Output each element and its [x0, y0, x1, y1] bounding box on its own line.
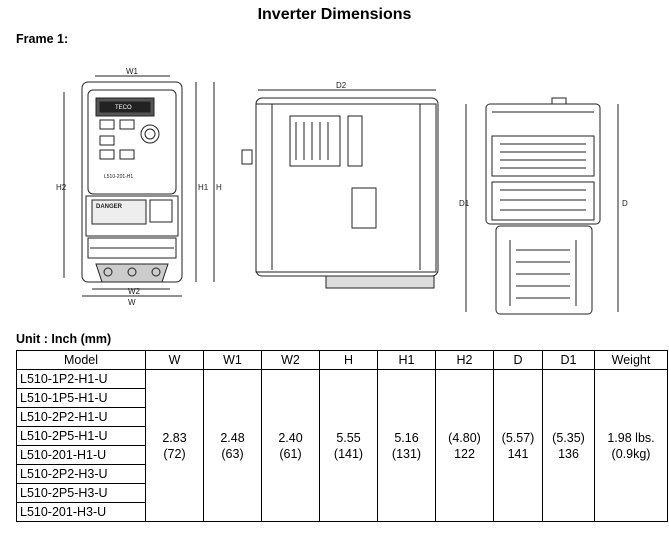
value-inch: 2.83	[162, 430, 187, 445]
value-inch: 2.40	[278, 430, 303, 445]
dim-w-label: W	[128, 298, 136, 307]
model-cell: L510-201-H3-U	[16, 502, 146, 522]
value-w1: 2.48(63)	[203, 369, 262, 522]
model-cell: L510-2P5-H3-U	[16, 483, 146, 503]
header-weight: Weight	[594, 350, 668, 370]
value-w2: 2.40(61)	[261, 369, 320, 522]
dimensions-table: Model W W1 W2 H H1 H2 D D1 Weight L510-1…	[16, 350, 668, 522]
dim-d-label: D	[622, 199, 628, 208]
dim-h1-label: H1	[198, 183, 209, 192]
value-h: 5.55(141)	[319, 369, 378, 522]
value-mm: 122	[454, 446, 475, 461]
dim-d1-label: D1	[459, 199, 470, 208]
value-inch: 5.55	[336, 430, 361, 445]
value-mm: (141)	[333, 446, 364, 461]
dim-h-label: H	[216, 183, 222, 192]
value-weight: 1.98 lbs.(0.9kg)	[594, 369, 668, 522]
value-mm: (131)	[391, 446, 422, 461]
dim-d2-label: D2	[336, 81, 347, 90]
dim-w1-label: W1	[126, 67, 139, 76]
model-cell: L510-2P2-H3-U	[16, 464, 146, 484]
value-inch: 2.48	[220, 430, 245, 445]
header-h2: H2	[435, 350, 494, 370]
model-cell: L510-2P2-H1-U	[16, 407, 146, 427]
model-cell: L510-201-H1-U	[16, 445, 146, 465]
value-mm: (63)	[221, 446, 244, 461]
header-w: W	[145, 350, 204, 370]
unit-label: Unit : Inch (mm)	[16, 332, 112, 346]
header-h: H	[319, 350, 378, 370]
value-d1: (5.35)136	[542, 369, 595, 522]
table-row: L510-201-H1-U	[16, 445, 668, 465]
value-d: (5.57)141	[493, 369, 543, 522]
model-cell: L510-1P2-H1-U	[16, 369, 146, 389]
model-plate-label: L510-201-H1	[104, 174, 133, 180]
danger-label: DANGER	[96, 204, 123, 210]
value-mm: 136	[558, 446, 579, 461]
table-row: L510-1P2-H1-U 2.83(72) 2.48(63) 2.40(61)…	[16, 369, 668, 522]
model-cell: L510-1P5-H1-U	[16, 388, 146, 408]
value-mm: (61)	[279, 446, 302, 461]
value-h2: (4.80)122	[435, 369, 494, 522]
header-d1: D1	[542, 350, 595, 370]
front-view	[63, 75, 215, 297]
value-inch: (5.57)	[501, 430, 535, 445]
value-inch: 5.16	[394, 430, 419, 445]
value-mm: 141	[507, 446, 529, 461]
dim-h2-label: H2	[56, 183, 67, 192]
table-row: L510-201-H3-U	[16, 502, 668, 522]
value-h1: 5.16(131)	[377, 369, 436, 522]
value-mm: (72)	[163, 446, 186, 461]
value-kg: (0.9kg)	[611, 446, 651, 461]
header-model: Model	[16, 350, 146, 370]
frame-label: Frame 1:	[16, 32, 69, 46]
header-w1: W1	[203, 350, 262, 370]
header-h1: H1	[377, 350, 436, 370]
value-inch: (4.80)	[448, 430, 481, 445]
table-header-row: Model W W1 W2 H H1 H2 D D1 Weight	[16, 350, 668, 370]
dimension-drawing: W1 W2 W H2 H1 H TECO L510-201-H1 DANGER …	[56, 67, 628, 315]
rear-view	[465, 97, 619, 315]
value-inch: (5.35)	[552, 430, 585, 445]
value-w: 2.83(72)	[145, 369, 204, 522]
side-view	[241, 89, 439, 289]
model-cell: L510-2P5-H1-U	[16, 426, 146, 446]
page-title: Inverter Dimensions	[257, 6, 412, 23]
dim-w2-label: W2	[128, 287, 141, 296]
header-w2: W2	[261, 350, 320, 370]
value-lbs: 1.98 lbs.	[607, 430, 655, 445]
header-d: D	[493, 350, 543, 370]
brand-label: TECO	[115, 105, 132, 111]
